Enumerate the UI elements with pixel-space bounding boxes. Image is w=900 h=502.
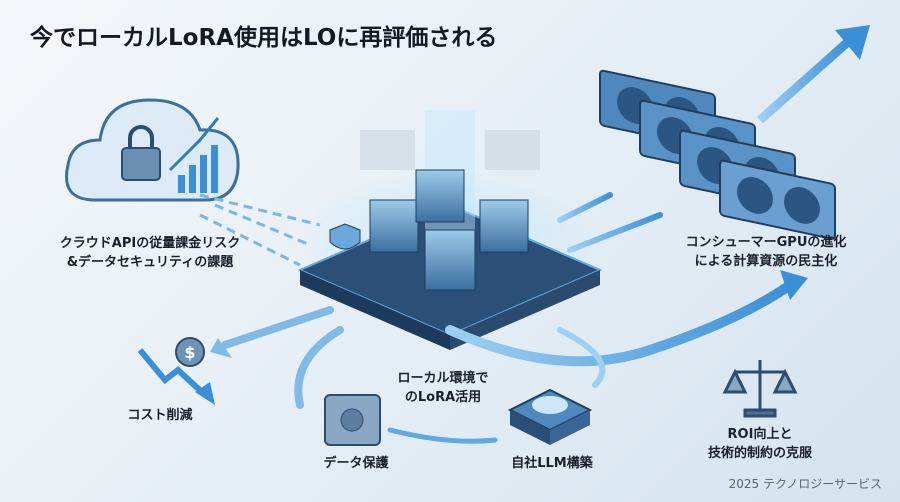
server-platform-icon xyxy=(297,110,603,350)
cloud-lock-icon xyxy=(65,98,240,202)
local-label: ローカル環境で のLoRA活用 xyxy=(397,369,488,407)
gpu-label-line2: による計算資源の民主化 xyxy=(694,254,838,269)
safe-icon xyxy=(324,394,381,446)
cloud-label-line2: &データセキュリティの課題 xyxy=(66,255,234,270)
dashed-arrows xyxy=(199,193,321,267)
gpu-label-line1: コンシューマーGPUの進化 xyxy=(685,235,847,250)
roi-label-line1: ROI向上と xyxy=(727,427,793,442)
dollar-symbol: $ xyxy=(184,343,195,362)
balance-scale-icon xyxy=(722,360,798,418)
gpu-label: コンシューマーGPUの進化 による計算資源の民主化 xyxy=(686,233,847,271)
cost-label: コスト削減 xyxy=(127,408,193,423)
gpu-card-icon xyxy=(599,25,870,240)
local-label-line2: のLoRA活用 xyxy=(404,390,482,405)
flow-arrows xyxy=(221,192,795,444)
data-label: データ保護 xyxy=(323,456,389,471)
page-title: 今でローカルLoRA使用はLOに再評価される xyxy=(30,25,498,51)
cloud-label: クラウドAPIの従量課金リスク &データセキュリティの課題 xyxy=(60,234,240,272)
dollar-down-arrow-icon: $ xyxy=(137,337,215,405)
footer-credit: 2025 テクノロジーサービス xyxy=(728,477,882,491)
llm-label: 自社LLM構築 xyxy=(511,456,593,471)
roi-label: ROI向上と 技術的制約の克服 xyxy=(708,425,812,463)
brain-chip-icon xyxy=(507,388,593,445)
cloud-label-line1: クラウドAPIの従量課金リスク xyxy=(59,236,241,251)
local-label-line1: ローカル環境で xyxy=(397,371,489,386)
roi-label-line2: 技術的制約の克服 xyxy=(707,446,813,461)
